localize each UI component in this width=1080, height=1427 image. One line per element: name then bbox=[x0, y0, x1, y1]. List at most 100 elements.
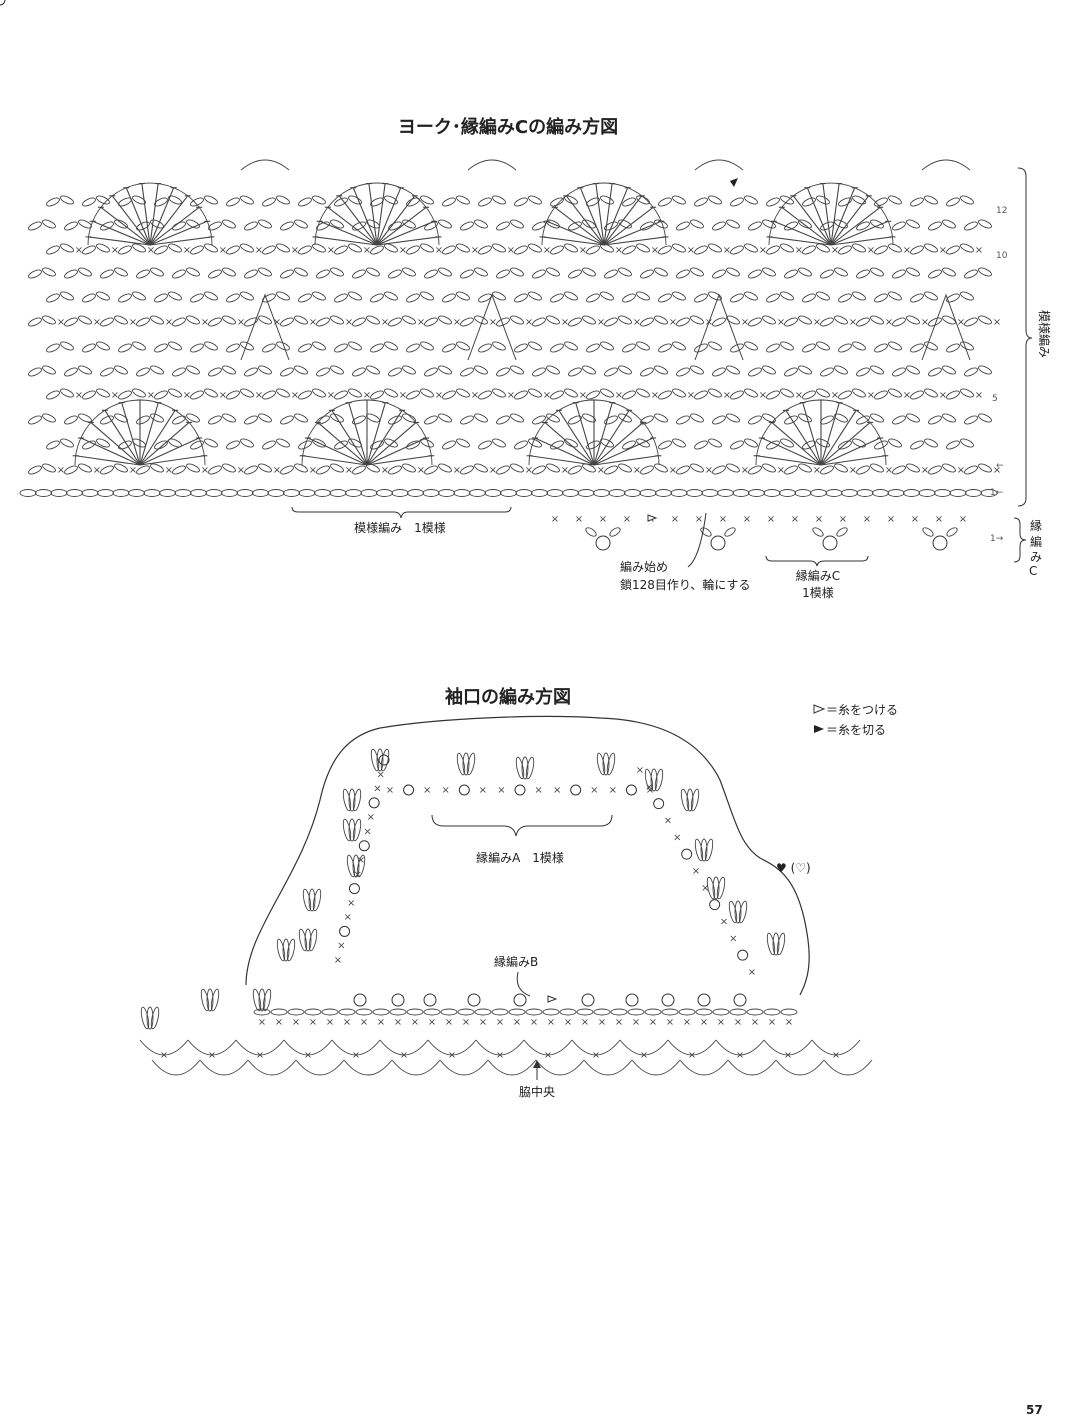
chain-stitch bbox=[190, 489, 207, 497]
chain-stitch bbox=[420, 341, 434, 351]
chain-arch bbox=[619, 1039, 669, 1056]
single-crochet: × bbox=[309, 465, 317, 476]
chain-stitch bbox=[186, 463, 200, 473]
chain-stitch bbox=[820, 317, 834, 327]
single-crochet: × bbox=[75, 245, 83, 256]
pico-stitch bbox=[0, 0, 6, 6]
chain-stitch bbox=[348, 388, 362, 398]
chain-stitch bbox=[330, 315, 344, 325]
chain-stitch bbox=[334, 390, 348, 400]
chain-stitch bbox=[150, 365, 164, 375]
chain-stitch bbox=[810, 489, 827, 497]
chain-stitch bbox=[478, 293, 492, 303]
chain-stitch bbox=[190, 343, 204, 353]
double-crochet bbox=[331, 410, 368, 466]
single-crochet: × bbox=[57, 317, 65, 328]
chain-stitch bbox=[812, 527, 824, 537]
single-crochet: × bbox=[669, 317, 677, 328]
chain-stitch bbox=[402, 315, 416, 325]
chain-stitch bbox=[42, 413, 56, 423]
chain-stitch bbox=[226, 293, 240, 303]
chain-stitch bbox=[406, 440, 420, 450]
chain-stitch bbox=[312, 388, 326, 398]
chain-arch bbox=[823, 1059, 873, 1076]
double-crochet bbox=[603, 220, 662, 246]
chain-stitch bbox=[453, 489, 471, 497]
single-crochet: × bbox=[442, 785, 450, 796]
chain-stitch bbox=[338, 1008, 356, 1016]
chain-stitch bbox=[870, 365, 884, 375]
single-crochet: × bbox=[453, 317, 461, 328]
chain-stitch bbox=[798, 219, 812, 229]
chain-stitch bbox=[546, 365, 560, 375]
chain-stitch bbox=[604, 415, 618, 425]
chain-stitch bbox=[887, 489, 905, 497]
leaf-petal bbox=[342, 818, 352, 842]
chain-stitch bbox=[658, 293, 672, 303]
chain-stitch bbox=[240, 291, 254, 301]
chain-stitch bbox=[964, 465, 978, 475]
chain-stitch bbox=[798, 267, 812, 277]
chain-stitch bbox=[798, 413, 812, 423]
chain-stitch bbox=[532, 317, 546, 327]
chain-stitch bbox=[600, 438, 614, 448]
chain-stitch bbox=[701, 489, 719, 497]
single-crochet: × bbox=[719, 514, 727, 525]
cuff-outline bbox=[245, 715, 810, 996]
chain-stitch bbox=[942, 413, 956, 423]
chain-stitch bbox=[748, 415, 762, 425]
chain-arch bbox=[727, 1059, 777, 1076]
pico-stitch bbox=[339, 925, 351, 937]
single-crochet: × bbox=[337, 941, 345, 952]
single-crochet: × bbox=[237, 317, 245, 328]
chain-arch bbox=[667, 1039, 717, 1056]
chain-stitch bbox=[604, 269, 618, 279]
leaf-petal bbox=[654, 768, 664, 792]
chain-stitch bbox=[712, 415, 726, 425]
double-crochet bbox=[595, 183, 605, 246]
chain-stitch bbox=[298, 440, 312, 450]
single-crochet: × bbox=[723, 245, 731, 256]
chain-stitch bbox=[564, 341, 578, 351]
single-crochet: × bbox=[581, 1017, 589, 1028]
chain-stitch bbox=[46, 343, 60, 353]
chain-stitch bbox=[586, 343, 600, 353]
chain-stitch bbox=[424, 465, 438, 475]
row-number-10: 10 bbox=[996, 251, 1008, 261]
chain-stitch bbox=[118, 343, 132, 353]
fan-arc bbox=[768, 182, 894, 246]
single-crochet: × bbox=[664, 816, 672, 827]
chain-stitch bbox=[622, 245, 636, 255]
chain-stitch bbox=[550, 343, 564, 353]
chain-stitch bbox=[726, 365, 740, 375]
edging-side-label-4: C bbox=[1029, 564, 1037, 578]
single-crochet: × bbox=[129, 465, 137, 476]
edging-a-brace bbox=[431, 814, 613, 837]
single-crochet: × bbox=[165, 317, 173, 328]
single-crochet: × bbox=[939, 390, 947, 401]
chain-stitch bbox=[460, 415, 474, 425]
chain-stitch bbox=[221, 489, 238, 497]
chain-stitch bbox=[154, 390, 168, 400]
chain-stitch bbox=[456, 195, 470, 205]
chain-stitch bbox=[352, 221, 366, 231]
pico-stitch bbox=[391, 993, 405, 1007]
chain-stitch bbox=[298, 489, 316, 497]
chain-stitch bbox=[528, 243, 542, 253]
chain-stitch bbox=[510, 315, 524, 325]
double-crochet bbox=[376, 187, 402, 246]
chain-stitch bbox=[609, 527, 621, 537]
leaf-petal bbox=[342, 788, 352, 812]
chain-stitch bbox=[672, 438, 686, 448]
chain-stitch bbox=[744, 291, 758, 301]
chain-stitch bbox=[888, 438, 902, 448]
chain-stitch bbox=[348, 195, 362, 205]
double-crochet bbox=[149, 220, 208, 246]
chain-stitch bbox=[334, 343, 348, 353]
single-crochet: × bbox=[939, 245, 947, 256]
leaf-petal bbox=[206, 988, 214, 1012]
chain-stitch bbox=[492, 195, 506, 205]
chain-stitch bbox=[244, 221, 258, 231]
leaf-petal bbox=[262, 988, 272, 1012]
chain-stitch bbox=[283, 489, 300, 497]
